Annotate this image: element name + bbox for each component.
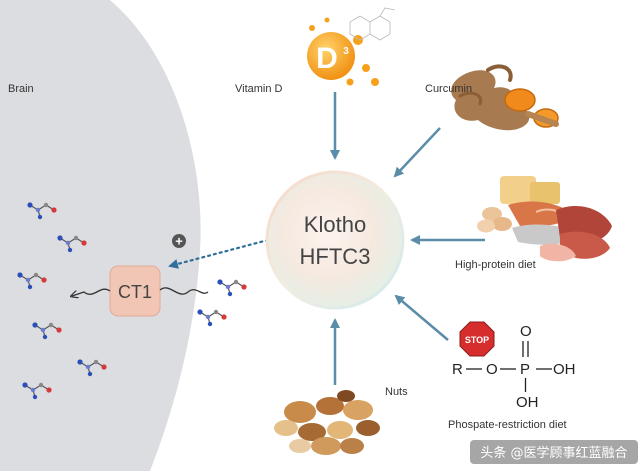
phosphate-formula: R O P OH O OH	[452, 323, 576, 411]
ct1-wave-left	[72, 288, 111, 296]
chem-o: O	[486, 361, 498, 378]
external-molecules	[197, 279, 247, 327]
nuts-label: Nuts	[385, 386, 408, 398]
stop-sign-icon: STOP	[459, 321, 495, 357]
chem-p: P	[520, 361, 530, 378]
nuts-image	[274, 390, 380, 455]
vitamin-d-structure	[349, 7, 396, 41]
stop-text: STOP	[465, 335, 489, 345]
brain-label: Brain	[8, 83, 34, 95]
arrow-phosphate	[394, 294, 449, 341]
molecule-icon	[27, 202, 57, 220]
dotted-arrow-klotho-to-ct1	[168, 238, 270, 269]
ct1-transporter: CT1	[72, 265, 209, 317]
curcumin-label: Curcumin	[425, 83, 472, 95]
curcumin-image	[451, 64, 559, 131]
high-protein-label: High-protein diet	[455, 259, 536, 271]
molecule-icon	[77, 359, 107, 377]
vitamin-d-label: Vitamin D	[235, 83, 283, 95]
watermark: 头条 @医学顾事红蓝融合	[470, 440, 638, 464]
ct1-wave-right	[159, 287, 209, 295]
vitamin-d-letter: D	[316, 42, 338, 75]
molecule-icon	[57, 235, 87, 253]
molecule-icon	[197, 309, 227, 327]
watermark-text: 头条 @医学顾事红蓝融合	[480, 445, 627, 461]
brain-region	[0, 0, 201, 471]
plus-sign: +	[175, 234, 183, 249]
molecule-icon	[17, 272, 47, 290]
chem-o-top: O	[520, 323, 532, 340]
klotho-label: Klotho	[304, 212, 366, 237]
molecule-icon	[22, 382, 52, 400]
hftc3-label: HFTC3	[300, 244, 371, 269]
ct1-label: CT1	[118, 282, 152, 302]
arrow-curcumin	[393, 127, 441, 178]
vitamin-d-superscript: 3	[343, 46, 349, 57]
chem-oh-right: OH	[553, 361, 576, 378]
chem-r: R	[452, 361, 463, 378]
molecule-icon	[217, 279, 247, 297]
chem-oh-bottom: OH	[516, 394, 539, 411]
klotho-circle: Klotho HFTC3	[265, 170, 405, 310]
molecule-icon	[32, 322, 62, 340]
phosphate-label: Phospate-restriction diet	[448, 419, 567, 431]
brain-molecules	[17, 202, 107, 400]
plus-badge: +	[172, 234, 186, 249]
high-protein-image	[477, 176, 612, 262]
vitamin-d-icon: D 3	[307, 7, 396, 86]
